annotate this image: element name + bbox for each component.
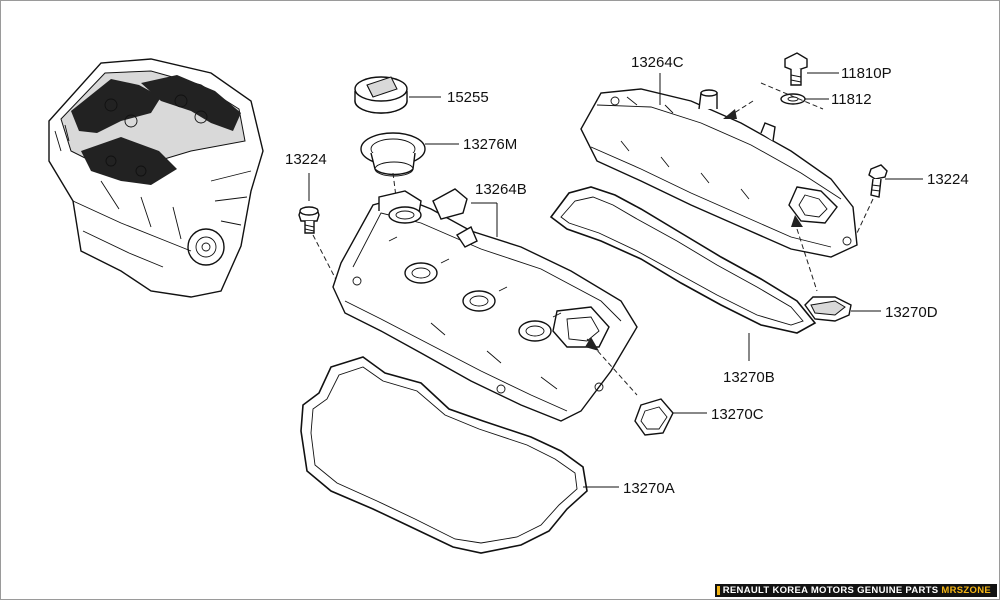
washer [780, 93, 806, 105]
gasket-left [300, 356, 588, 554]
engine-assembly-illustration [48, 58, 264, 298]
label-13264B: 13264B [475, 181, 527, 198]
label-13270A: 13270A [623, 480, 675, 497]
filler-seal [360, 132, 426, 177]
rocker-cover-right [580, 88, 858, 258]
bolt-left [298, 206, 320, 234]
pcv-bolt [784, 52, 808, 86]
label-13270C: 13270C [711, 406, 764, 423]
label-13276M: 13276M [463, 136, 517, 153]
rocker-cover-left [332, 188, 638, 422]
label-13264C: 13264C [631, 54, 684, 71]
label-15255: 15255 [447, 89, 489, 106]
brand-watermark: RENAULT KOREA MOTORS GENUINE PARTS MRSZO… [714, 584, 997, 597]
label-13224-right: 13224 [927, 171, 969, 188]
bolt-right [868, 164, 888, 198]
label-13270B: 13270B [723, 369, 775, 386]
brand-accent-text: MRSZONE [941, 585, 991, 596]
gasket-small [634, 398, 674, 436]
label-11812: 11812 [831, 91, 872, 108]
label-11810P: 11810P [841, 65, 892, 82]
oil-filler-cap [354, 76, 408, 114]
label-13224-left: 13224 [285, 151, 327, 168]
gasket-right [549, 186, 817, 334]
brand-text: RENAULT KOREA MOTORS GENUINE PARTS [722, 585, 939, 596]
gasket-oval [804, 296, 852, 322]
label-13270D: 13270D [885, 304, 938, 321]
